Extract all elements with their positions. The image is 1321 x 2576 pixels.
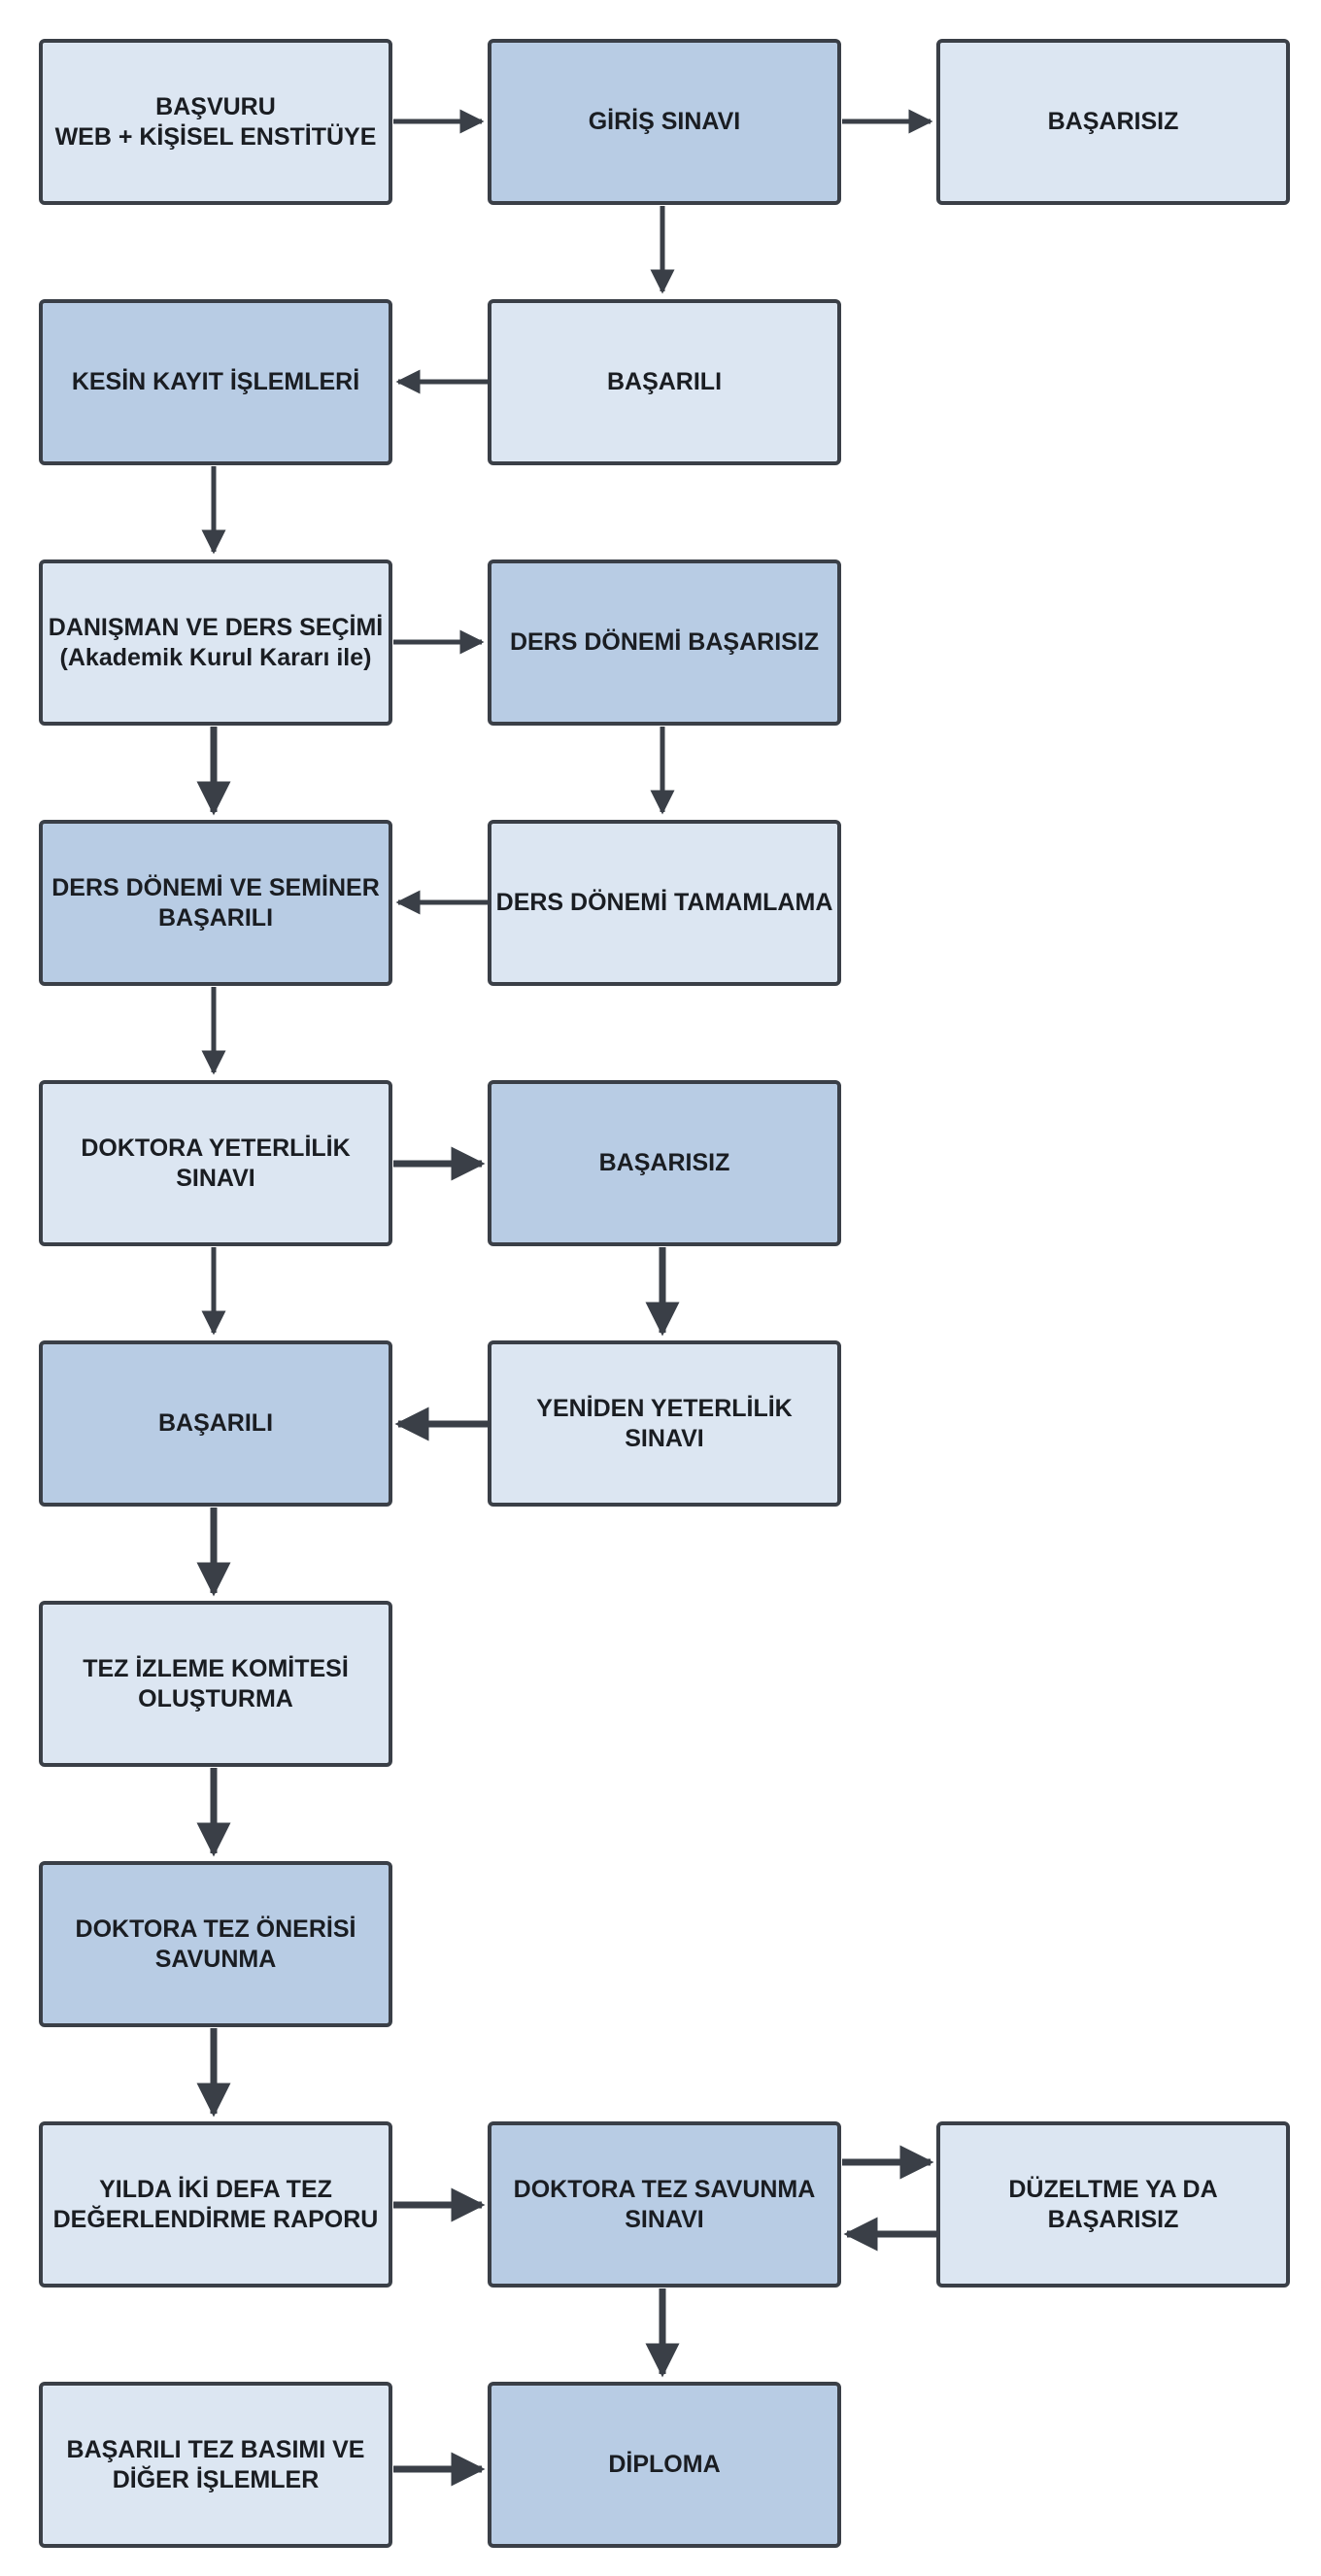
node-tez-onerisi-line-1: DOKTORA TEZ ÖNERİSİ [75, 1915, 356, 1943]
node-yeniden-yeterlilik-line-2: SINAVI [625, 1424, 704, 1452]
node-yeterlilik-sinavi: DOKTORA YETERLİLİK SINAVI [39, 1080, 392, 1246]
node-ders-seminer-basarili: DERS DÖNEMİ VE SEMİNER BAŞARILI [39, 820, 392, 986]
node-yeniden-yeterlilik-line-1: YENİDEN YETERLİLİK [536, 1395, 793, 1422]
node-yeterlilik-basarili-line-1: BAŞARILI [157, 1409, 274, 1438]
node-tez-raporu-line-2: DEĞERLENDİRME RAPORU [52, 2205, 379, 2233]
node-tez-basimi-line-1: BAŞARILI TEZ BASIMI VE [66, 2436, 365, 2463]
node-diploma: DİPLOMA [488, 2382, 841, 2548]
node-tez-basimi-line-2: DİĞER İŞLEMLER [112, 2465, 320, 2493]
node-yeterlilik-sinavi-line-2: SINAVI [176, 1164, 255, 1192]
node-giris-basarili: BAŞARILI [488, 299, 841, 465]
node-ders-donemi-tamamlama: DERS DÖNEMİ TAMAMLAMA [488, 820, 841, 986]
node-tez-izleme: TEZ İZLEME KOMİTESİ OLUŞTURMA [39, 1601, 392, 1767]
node-tez-savunma: DOKTORA TEZ SAVUNMA SINAVI [488, 2121, 841, 2288]
node-kesin-kayit-line-1: KESİN KAYIT İŞLEMLERİ [71, 368, 360, 396]
node-tez-onerisi-line-2: SAVUNMA [154, 1945, 277, 1973]
node-tez-raporu-line-1: YILDA İKİ DEFA TEZ [99, 2176, 332, 2203]
node-danisman-ders-line-1: DANIŞMAN VE DERS SEÇİMİ [48, 614, 384, 641]
node-duzeltme-line-2: BAŞARISIZ [1047, 2205, 1179, 2233]
node-tez-savunma-line-1: DOKTORA TEZ SAVUNMA [513, 2176, 816, 2203]
node-danisman-ders: DANIŞMAN VE DERS SEÇİMİ (Akademik Kurul … [39, 559, 392, 726]
node-yeterlilik-basarisiz: BAŞARISIZ [488, 1080, 841, 1246]
node-ders-donemi-basarisiz: DERS DÖNEMİ BAŞARISIZ [488, 559, 841, 726]
node-giris-basarisiz-line-1: BAŞARISIZ [1047, 108, 1179, 136]
node-giris-sinavi-line-1: GİRİŞ SINAVI [588, 108, 741, 136]
node-giris-sinavi: GİRİŞ SINAVI [488, 39, 841, 205]
node-danisman-ders-line-2: (Akademik Kurul Kararı ile) [59, 643, 372, 671]
node-diploma-line-1: DİPLOMA [608, 2451, 721, 2479]
node-yeniden-yeterlilik: YENİDEN YETERLİLİK SINAVI [488, 1340, 841, 1507]
node-yeterlilik-basarisiz-line-1: BAŞARISIZ [598, 1149, 730, 1177]
node-yeterlilik-basarili: BAŞARILI [39, 1340, 392, 1507]
node-tez-onerisi: DOKTORA TEZ ÖNERİSİ SAVUNMA [39, 1861, 392, 2027]
node-tez-izleme-line-1: TEZ İZLEME KOMİTESİ [83, 1655, 349, 1682]
node-duzeltme-line-1: DÜZELTME YA DA [1008, 2176, 1218, 2203]
node-tez-savunma-line-2: SINAVI [625, 2205, 704, 2233]
node-tez-basimi: BAŞARILI TEZ BASIMI VE DİĞER İŞLEMLER [39, 2382, 392, 2548]
node-yeterlilik-sinavi-line-1: DOKTORA YETERLİLİK [81, 1135, 351, 1162]
node-ders-donemi-basarisiz-line-1: DERS DÖNEMİ BAŞARISIZ [509, 628, 820, 657]
node-giris-basarili-line-1: BAŞARILI [606, 368, 723, 396]
node-ders-seminer-basarili-line-1: DERS DÖNEMİ VE SEMİNER [51, 874, 380, 901]
node-tez-raporu: YILDA İKİ DEFA TEZ DEĞERLENDİRME RAPORU [39, 2121, 392, 2288]
node-basvuru-line-1: BAŞVURU [155, 93, 276, 120]
node-basvuru: BAŞVURU WEB + KİŞİSEL ENSTİTÜYE [39, 39, 392, 205]
node-ders-donemi-tamamlama-line-1: DERS DÖNEMİ TAMAMLAMA [495, 889, 833, 917]
node-basvuru-line-2: WEB + KİŞİSEL ENSTİTÜYE [54, 122, 377, 151]
node-ders-seminer-basarili-line-2: BAŞARILI [157, 903, 274, 932]
node-duzeltme: DÜZELTME YA DA BAŞARISIZ [936, 2121, 1290, 2288]
node-giris-basarisiz: BAŞARISIZ [936, 39, 1290, 205]
node-kesin-kayit: KESİN KAYIT İŞLEMLERİ [39, 299, 392, 465]
node-tez-izleme-line-2: OLUŞTURMA [138, 1684, 293, 1712]
